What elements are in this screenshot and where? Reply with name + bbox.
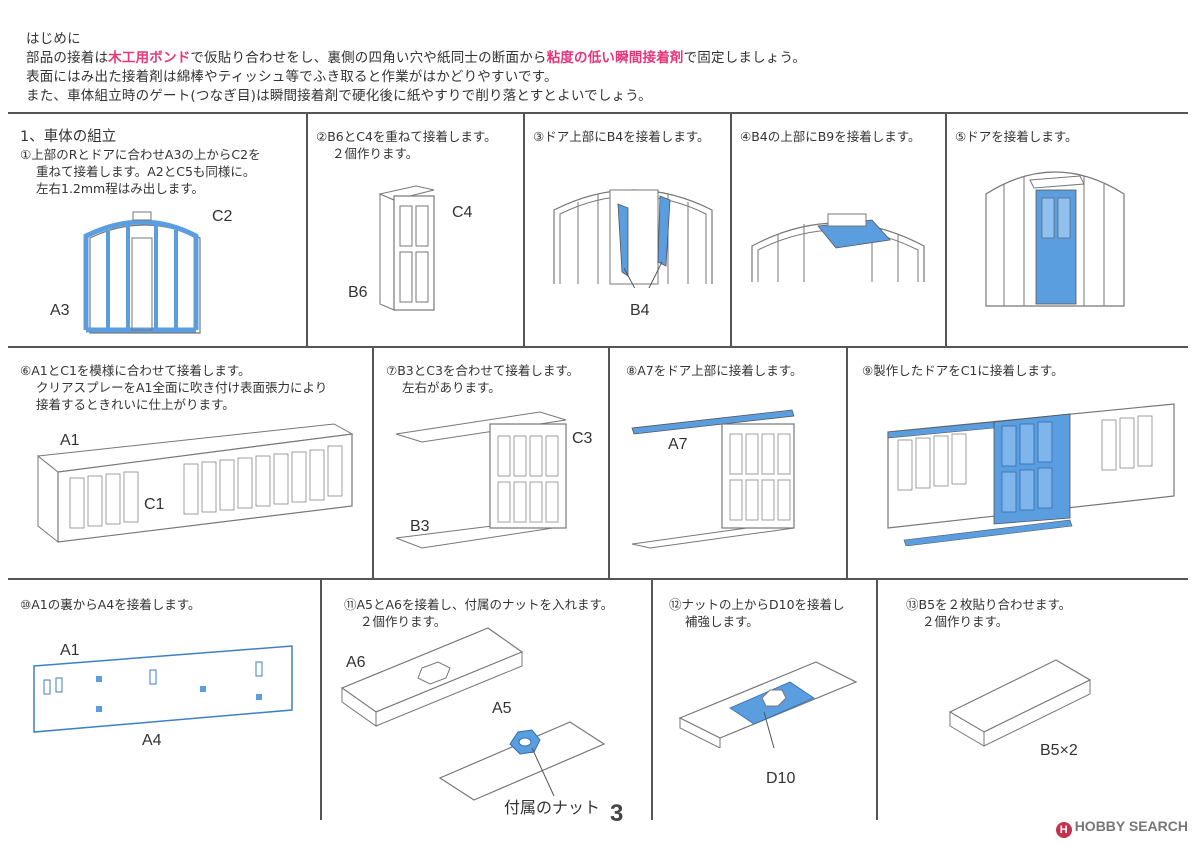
divider	[306, 112, 308, 346]
divider	[608, 346, 610, 578]
divider	[320, 578, 322, 820]
step-1-instruction: 1、車体の組立 ①上部のRとドアに合わせA3の上からC2を 重ねて接着します。A…	[20, 128, 261, 197]
divider	[945, 112, 947, 346]
part-label-b6: B6	[348, 284, 368, 301]
part-label-a1-back: A1	[60, 642, 80, 659]
step-12-figure	[678, 661, 858, 748]
step-line: 重ねて接着します。A2とC5も同様に。	[36, 164, 256, 179]
section-title: 1、車体の組立	[20, 129, 117, 145]
label-included-nut: 付属のナット	[504, 800, 601, 817]
part-label-a1: A1	[60, 432, 80, 449]
part-label-a6: A6	[346, 654, 366, 671]
step-4-figure	[751, 213, 925, 282]
intro-text: 部品の接着は	[26, 50, 109, 66]
divider	[876, 578, 878, 820]
part-label-b5: B5×2	[1040, 742, 1078, 759]
part-label-b3: B3	[410, 518, 430, 535]
intro-notes: はじめに 部品の接着は木工用ボンドで仮貼り合わせをし、裏側の四角い穴や紙同士の断…	[26, 30, 806, 106]
step-13-instruction: ⑬B5を２枚貼り合わせます。 ２個作ります。	[906, 596, 1071, 630]
page-number: 3	[610, 800, 624, 827]
step-6-figure	[36, 423, 354, 544]
divider	[651, 578, 653, 820]
step-12-instruction: ⑫ナットの上からD10を接着し 補強します。	[669, 596, 845, 630]
step-6-instruction: ⑥A1とC1を模様に合わせて接着します。 クリアスプレーをA1全面に吹き付け表面…	[20, 362, 327, 413]
watermark-text: HOBBY SEARCH	[1074, 818, 1188, 834]
step-line: ①上部のRとドアに合わせA3の上からC2を	[20, 147, 261, 162]
divider	[372, 346, 374, 578]
step-13-figure	[948, 659, 1092, 747]
step-8-instruction: ⑧A7をドア上部に接着します。	[626, 362, 802, 379]
step-line: ④B4の上部にB9を接着します。	[740, 129, 921, 144]
highlight-text: 木工用ボンド	[108, 50, 191, 66]
step-9-figure	[887, 403, 1175, 546]
intro-text: で固定しましょう。	[683, 50, 807, 66]
step-line: ⑤ドアを接着します。	[955, 129, 1078, 144]
step-line: 左右1.2mm程はみ出します。	[36, 181, 204, 196]
divider	[8, 112, 1188, 114]
intro-heading: はじめに	[26, 31, 81, 47]
step-11-instruction: ⑪A5とA6を接着し、付属のナットを入れます。 ２個作ります。	[344, 596, 613, 630]
step-7-instruction: ⑦B3とC3を合わせて接着します。 左右があります。	[386, 362, 579, 396]
intro-line-1: 部品の接着は木工用ボンドで仮貼り合わせをし、裏側の四角い穴や紙同士の断面から粘度…	[26, 49, 806, 68]
part-label-c3: C3	[572, 430, 593, 447]
step-10-instruction: ⑩A1の裏からA4を接着します。	[20, 596, 200, 613]
divider	[846, 346, 848, 578]
step-line: ⑨製作したドアをC1に接着します。	[862, 363, 1064, 378]
part-label-d10: D10	[766, 770, 796, 787]
step-line: ⑪A5とA6を接着し、付属のナットを入れます。	[344, 597, 614, 612]
step-line: 左右があります。	[402, 380, 501, 395]
divider	[730, 112, 732, 346]
step-line: ③ドア上部にB4を接着します。	[533, 129, 710, 144]
highlight-text: 粘度の低い瞬間接着剤	[546, 50, 684, 66]
divider	[523, 112, 525, 346]
step-line: ⑬B5を２枚貼り合わせます。	[906, 597, 1072, 612]
part-label-a3: A3	[50, 302, 70, 319]
step-line: ２個作ります。	[922, 614, 1009, 629]
watermark-mark: H	[1055, 822, 1072, 838]
step-line: ⑩A1の裏からA4を接着します。	[20, 597, 201, 612]
part-label-b4: B4	[630, 302, 650, 319]
part-label-c2: C2	[212, 208, 233, 225]
step-line: ２個作ります。	[332, 146, 419, 161]
divider	[8, 578, 1188, 580]
step-3-instruction: ③ドア上部にB4を接着します。	[533, 128, 710, 145]
step-line: ⑫ナットの上からD10を接着し	[669, 597, 845, 612]
step-line: ２個作ります。	[360, 614, 447, 629]
step-11-figure-a6	[340, 627, 524, 727]
step-3-figure	[553, 189, 713, 288]
intro-text: で仮貼り合わせをし、裏側の四角い穴や紙同士の断面から	[190, 50, 547, 66]
step-9-instruction: ⑨製作したドアをC1に接着します。	[862, 362, 1064, 379]
step-line: ⑥A1とC1を模様に合わせて接着します。	[20, 363, 251, 378]
step-line: ⑦B3とC3を合わせて接着します。	[386, 363, 580, 378]
step-2-figure	[378, 185, 435, 311]
step-8-figure	[631, 409, 795, 549]
part-label-a4: A4	[142, 732, 162, 749]
step-11-figure-a5	[438, 721, 606, 801]
part-label-c1: C1	[144, 496, 165, 513]
step-line: ②B6とC4を重ねて接着します。	[316, 129, 497, 144]
divider	[8, 346, 1188, 348]
step-line: 補強します。	[685, 614, 759, 629]
part-label-a5: A5	[492, 700, 512, 717]
step-10-figure	[33, 645, 293, 733]
step-5-figure	[985, 171, 1125, 307]
step-line: 接着するときれいに仕上がります。	[36, 397, 235, 412]
step-line: クリアスプレーをA1全面に吹き付け表面張力により	[36, 380, 328, 395]
part-label-a7: A7	[668, 436, 688, 453]
step-2-instruction: ②B6とC4を重ねて接着します。 ２個作ります。	[316, 128, 497, 162]
step-1-figure	[83, 211, 201, 334]
step-line: ⑧A7をドア上部に接着します。	[626, 363, 803, 378]
step-7-figure	[395, 411, 567, 549]
step-4-instruction: ④B4の上部にB9を接着します。	[740, 128, 921, 145]
intro-line-3: また、車体組立時のゲート(つなぎ目)は瞬間接着剤で硬化後に紙やすりで削り落とすと…	[26, 88, 652, 104]
step-5-instruction: ⑤ドアを接着します。	[955, 128, 1077, 145]
part-label-c4: C4	[452, 204, 473, 221]
intro-line-2: 表面にはみ出た接着剤は綿棒やティッシュ等でふき取ると作業がはかどりやすいです。	[26, 69, 558, 85]
